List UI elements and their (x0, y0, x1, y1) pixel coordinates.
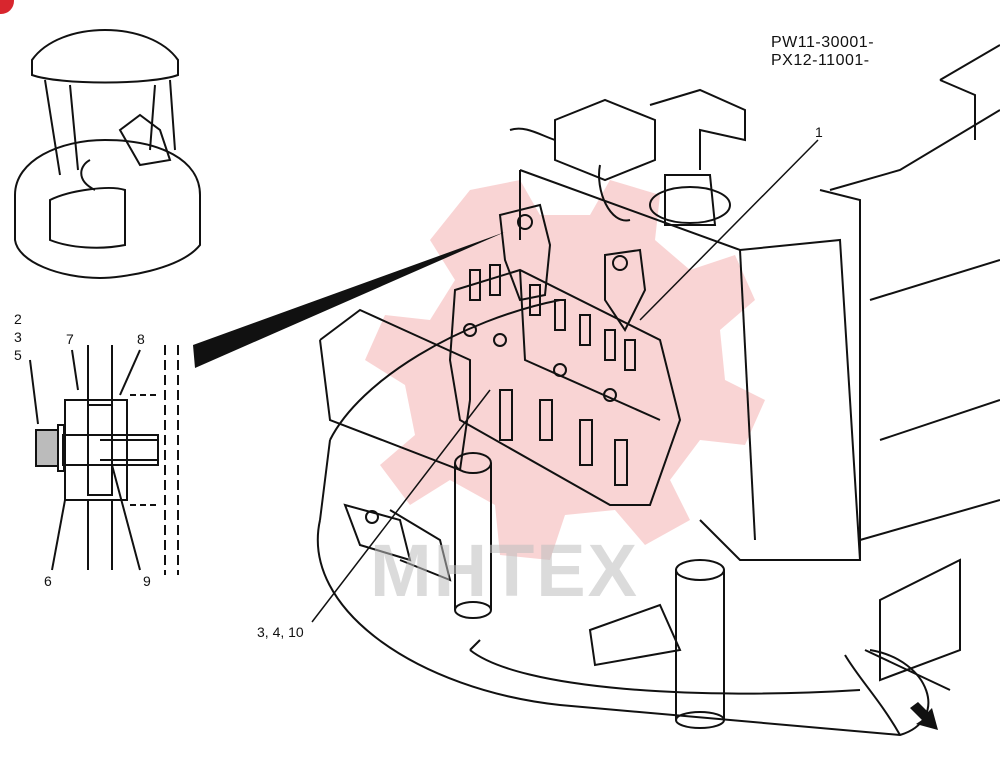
callout-2: 2 (14, 311, 22, 327)
callout-8: 8 (137, 331, 145, 347)
callout-5: 5 (14, 347, 22, 363)
serial-range-1: PW11-30001- (771, 34, 875, 51)
callout-3: 3 (14, 329, 22, 345)
serial-range-2: PX12-11001- (771, 52, 870, 69)
cab-inset (14, 29, 201, 280)
callout-9: 9 (143, 573, 151, 589)
fastener-detail (29, 345, 179, 575)
detail-pointer (193, 232, 505, 368)
callout-6: 6 (44, 573, 52, 589)
callout-3-4-10: 3, 4, 10 (257, 624, 304, 640)
arrow-down-right-icon[interactable] (908, 702, 940, 732)
callout-7: 7 (66, 331, 74, 347)
callout-1: 1 (815, 124, 823, 140)
watermark-text: MHTEX (370, 529, 639, 612)
